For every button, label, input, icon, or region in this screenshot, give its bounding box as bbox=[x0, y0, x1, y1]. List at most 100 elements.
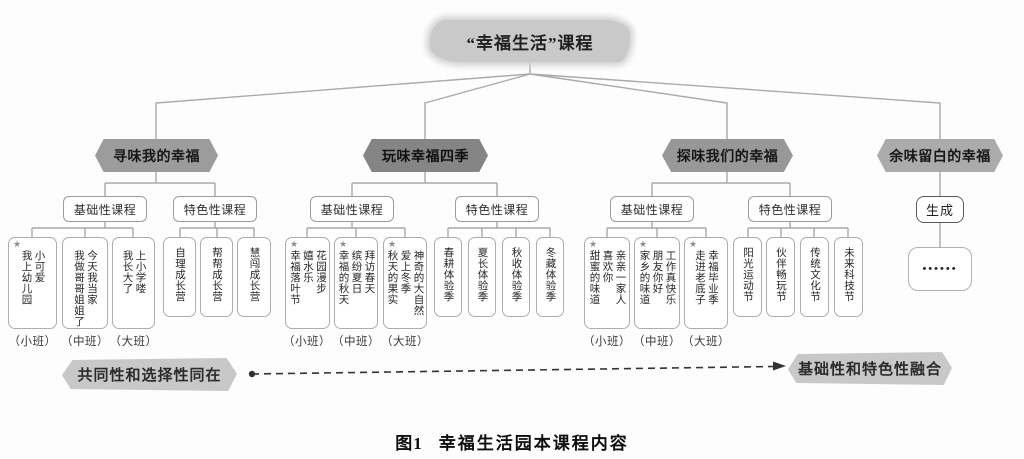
leaf-card: 未来科技节 bbox=[834, 237, 863, 317]
leaf-line: 上小学喽 bbox=[134, 250, 146, 294]
leaf-text: 拜访春天 缤纷夏日 幸福的秋天 bbox=[337, 238, 376, 328]
annotation-right: 基础性和特色性融合 bbox=[788, 352, 952, 385]
leaf-text: 未来科技节 bbox=[842, 238, 855, 316]
leaf-card: 慧闯成长营 bbox=[237, 237, 271, 317]
branch-label: 玩味幸福四季 bbox=[382, 149, 469, 165]
class-label: （小班） bbox=[283, 336, 331, 348]
leaf-line: 慧闯成长营 bbox=[248, 247, 260, 302]
leaf-text: 花园漫步 嬉水乐 幸福落叶节 bbox=[288, 238, 327, 328]
leaf-text: 工作真快乐 朋友你好 家乡的味道 bbox=[638, 238, 677, 328]
leaf-line: 今天我当家 bbox=[86, 250, 97, 305]
leaf-line: 秋天的果实 bbox=[386, 250, 398, 305]
leaf-card: 夏长体验季 bbox=[468, 237, 496, 317]
leaf-line: 嬉水乐 bbox=[302, 250, 313, 283]
class-label: （大班） bbox=[381, 336, 429, 348]
leaf-line: 花园漫步 bbox=[315, 250, 326, 294]
leaf-line: 神奇的大自然 bbox=[412, 250, 424, 316]
figure-caption-number: 图1 bbox=[395, 434, 423, 453]
leaf-card: 春耕体验季 bbox=[434, 237, 462, 317]
leaf-card: ★ 工作真快乐 朋友你好 家乡的味道 bbox=[634, 237, 680, 329]
class-label: （小班） bbox=[583, 336, 631, 348]
star-icon: ★ bbox=[589, 239, 598, 249]
leaf-card: ★ 亲亲一家人 喜欢你 甜蜜的味道 bbox=[584, 237, 630, 329]
leaf-card: 阳光运动节 bbox=[733, 237, 762, 317]
leaf-line: 自理成长营 bbox=[174, 247, 185, 302]
leaf-card: ★ 花园漫步 嬉水乐 幸福落叶节 bbox=[285, 237, 330, 329]
leaf-line: 小可爱 bbox=[33, 250, 45, 283]
generate-label: 生成 bbox=[925, 203, 954, 218]
annotation-left: 共同性和选择性同在 bbox=[62, 358, 237, 391]
class-label: （中班） bbox=[332, 336, 380, 348]
leaf-line: 工作真快乐 bbox=[664, 250, 676, 305]
leaf-text: 夏长体验季 bbox=[476, 238, 489, 316]
leaf-card: 帮帮成长营 bbox=[200, 237, 233, 317]
leaf-line: 传统文化节 bbox=[809, 247, 820, 302]
leaf-line: 朋友你好 bbox=[651, 250, 663, 294]
generate-node: 生成 bbox=[916, 196, 964, 223]
leaf-line: 伙伴畅玩节 bbox=[775, 247, 786, 302]
branch-label: 余味留白的幸福 bbox=[889, 149, 991, 165]
figure-caption-text: 幸福生活园本课程内容 bbox=[438, 434, 629, 453]
leaf-card: ★ 神奇的大自然 爱上冬季 秋天的果实 bbox=[383, 237, 427, 329]
annotation-right-label: 基础性和特色性融合 bbox=[797, 362, 942, 378]
leaf-line: 春耕体验季 bbox=[442, 247, 454, 302]
leaf-text: 小可爱 我上幼儿园 bbox=[20, 238, 46, 328]
leaf-text: 冬藏体验季 bbox=[544, 238, 557, 316]
leaf-card: ★ 小可爱 我上幼儿园 bbox=[8, 237, 57, 329]
leaf-card: 上小学喽 我长大了 bbox=[112, 237, 155, 329]
leaf-text: 神奇的大自然 爱上冬季 秋天的果实 bbox=[386, 238, 425, 328]
figure-caption: 图1 幸福生活园本课程内容 bbox=[0, 429, 1024, 454]
leaf-line: 我长大了 bbox=[121, 250, 133, 294]
annotation-left-label: 共同性和选择性同在 bbox=[77, 368, 222, 384]
leaf-line: 未来科技节 bbox=[843, 247, 854, 302]
star-icon: ★ bbox=[689, 239, 698, 249]
star-icon: ★ bbox=[388, 239, 397, 249]
branch-label: 探味我们的幸福 bbox=[676, 149, 779, 165]
leaf-line: 幸福的秋天 bbox=[337, 250, 349, 305]
category-label: 特色性课程 bbox=[183, 202, 247, 217]
leaf-text: 秋收体验季 bbox=[510, 238, 523, 316]
leaf-text: 今天我当家 我做哥哥姐姐了 bbox=[72, 238, 98, 328]
category-node-special-2: 特色性课程 bbox=[455, 196, 539, 222]
leaf-card: 传统文化节 bbox=[800, 237, 829, 317]
star-icon: ★ bbox=[339, 239, 348, 249]
branch-node-tanwei: 探味我们的幸福 bbox=[662, 139, 793, 172]
leaf-line: 我做哥哥姐姐了 bbox=[73, 250, 84, 327]
leaf-text: 幸福毕业季 走进老底子 bbox=[693, 238, 719, 328]
branch-node-xunwei: 寻味我的幸福 bbox=[95, 139, 218, 172]
leaf-line: 冬藏体验季 bbox=[544, 247, 556, 302]
category-node-basic-1: 基础性课程 bbox=[63, 196, 147, 222]
leaf-card: 自理成长营 bbox=[163, 237, 196, 317]
class-label: （中班） bbox=[61, 336, 109, 348]
class-label: （大班） bbox=[109, 336, 158, 348]
leaf-text: 上小学喽 我长大了 bbox=[121, 238, 147, 328]
leaf-line: 甜蜜的味道 bbox=[588, 250, 600, 305]
star-icon: ★ bbox=[639, 239, 648, 249]
category-label: 基础性课程 bbox=[620, 202, 684, 217]
leaf-text: 传统文化节 bbox=[808, 238, 821, 316]
class-label: （中班） bbox=[633, 336, 681, 348]
class-label: （小班） bbox=[8, 336, 57, 348]
branch-label: 寻味我的幸福 bbox=[113, 149, 200, 165]
leaf-text: 慧闯成长营 bbox=[248, 238, 261, 316]
root-node: “幸福生活”课程 bbox=[430, 20, 630, 62]
leaf-line: 阳光运动节 bbox=[742, 247, 753, 302]
leaf-card: ★ 幸福毕业季 走进老底子 bbox=[684, 237, 728, 329]
dashed-arrow bbox=[248, 361, 786, 378]
category-label: 特色性课程 bbox=[465, 202, 529, 217]
leaf-card: ★ 拜访春天 缤纷夏日 幸福的秋天 bbox=[334, 237, 378, 329]
leaf-text: 帮帮成长营 bbox=[210, 238, 223, 316]
branch-node-yuwei: 余味留白的幸福 bbox=[877, 139, 1003, 172]
class-label: （大班） bbox=[682, 336, 730, 348]
leaf-text: 春耕体验季 bbox=[442, 238, 455, 316]
leaf-card: 秋收体验季 bbox=[502, 237, 530, 317]
leaf-line: 夏长体验季 bbox=[476, 247, 488, 302]
category-label: 基础性课程 bbox=[320, 202, 384, 217]
leaf-line: 爱上冬季 bbox=[399, 250, 411, 294]
leaf-line: 喜欢你 bbox=[601, 250, 613, 283]
category-node-special-3: 特色性课程 bbox=[748, 196, 832, 222]
category-node-basic-3: 基础性课程 bbox=[610, 196, 694, 222]
leaf-line: 幸福落叶节 bbox=[289, 250, 300, 305]
leaf-line: 幸福毕业季 bbox=[707, 250, 718, 305]
